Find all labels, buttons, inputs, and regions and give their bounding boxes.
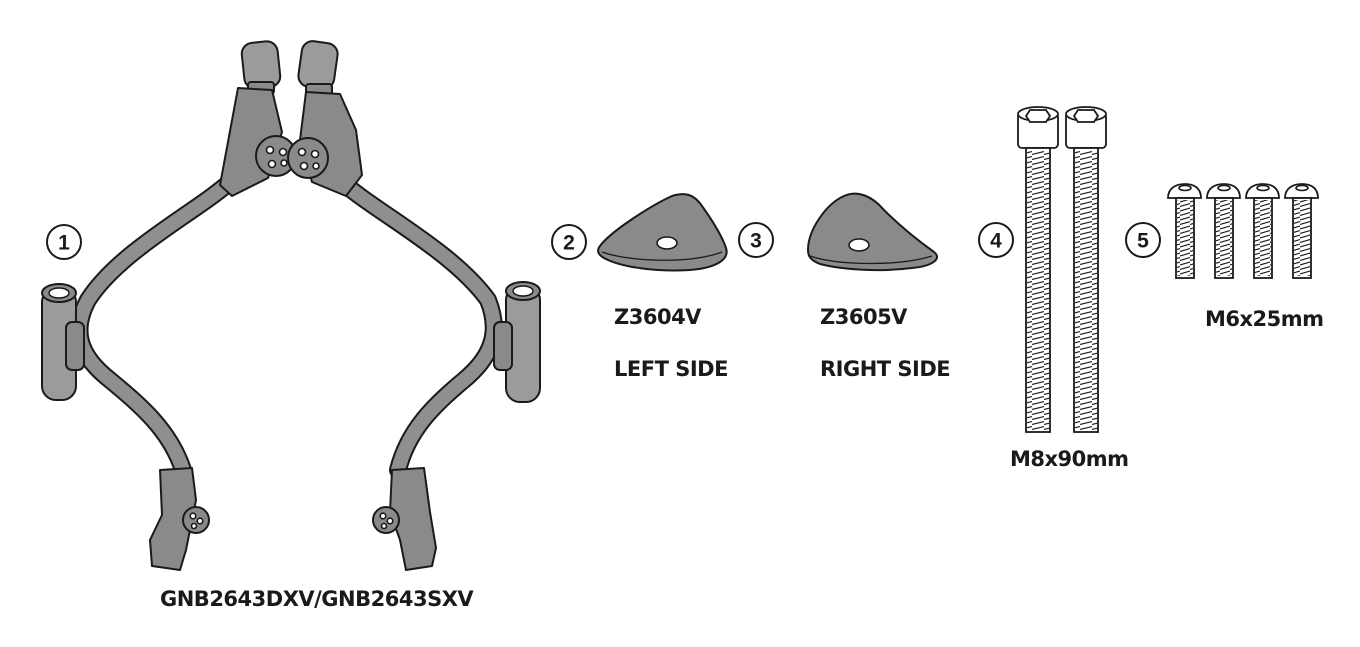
- item-4-number: 4: [990, 230, 1002, 253]
- item-5-bolts-m6x25: 5 M6x25mm: [1125, 183, 1324, 331]
- item-2-number: 2: [563, 232, 575, 255]
- bolt-m8-b: [1065, 106, 1107, 433]
- bolt-m6-c: [1245, 183, 1280, 279]
- item-4-bolts-m8x90: 4 M8x90mm: [978, 106, 1129, 471]
- item-2-number-badge: 2: [551, 224, 587, 260]
- item-4-size-label: M8x90mm: [1010, 447, 1129, 471]
- item-3-spacer-right: 3 Z3605V RIGHT SIDE: [738, 192, 951, 381]
- item-1-brackets: 1: [41, 40, 541, 611]
- item-3-side-label: RIGHT SIDE: [820, 357, 950, 381]
- item-2-code-label: Z3604V: [614, 305, 702, 329]
- item-5-size-label: M6x25mm: [1205, 307, 1324, 331]
- item-3-number: 3: [750, 230, 762, 253]
- item-4-number-badge: 4: [978, 222, 1014, 258]
- item-3-code-label: Z3605V: [820, 305, 908, 329]
- bolt-m6-d: [1284, 183, 1319, 279]
- item-1-number-badge: 1: [46, 224, 82, 260]
- left-bracket: [41, 40, 297, 571]
- item-1-number: 1: [58, 232, 70, 255]
- item-5-number: 5: [1137, 230, 1149, 253]
- bolt-m6-a: [1167, 183, 1202, 279]
- item-2-side-label: LEFT SIDE: [614, 357, 728, 381]
- item-1-code-label: GNB2643DXV/GNB2643SXV: [160, 587, 474, 611]
- right-bracket: [287, 40, 541, 571]
- item-2-spacer-left: 2 Z3604V LEFT SIDE: [551, 193, 728, 381]
- item-3-number-badge: 3: [738, 222, 774, 258]
- bolt-m6-b: [1206, 183, 1241, 279]
- item-5-number-badge: 5: [1125, 222, 1161, 258]
- bolt-m8-a: [1017, 106, 1059, 433]
